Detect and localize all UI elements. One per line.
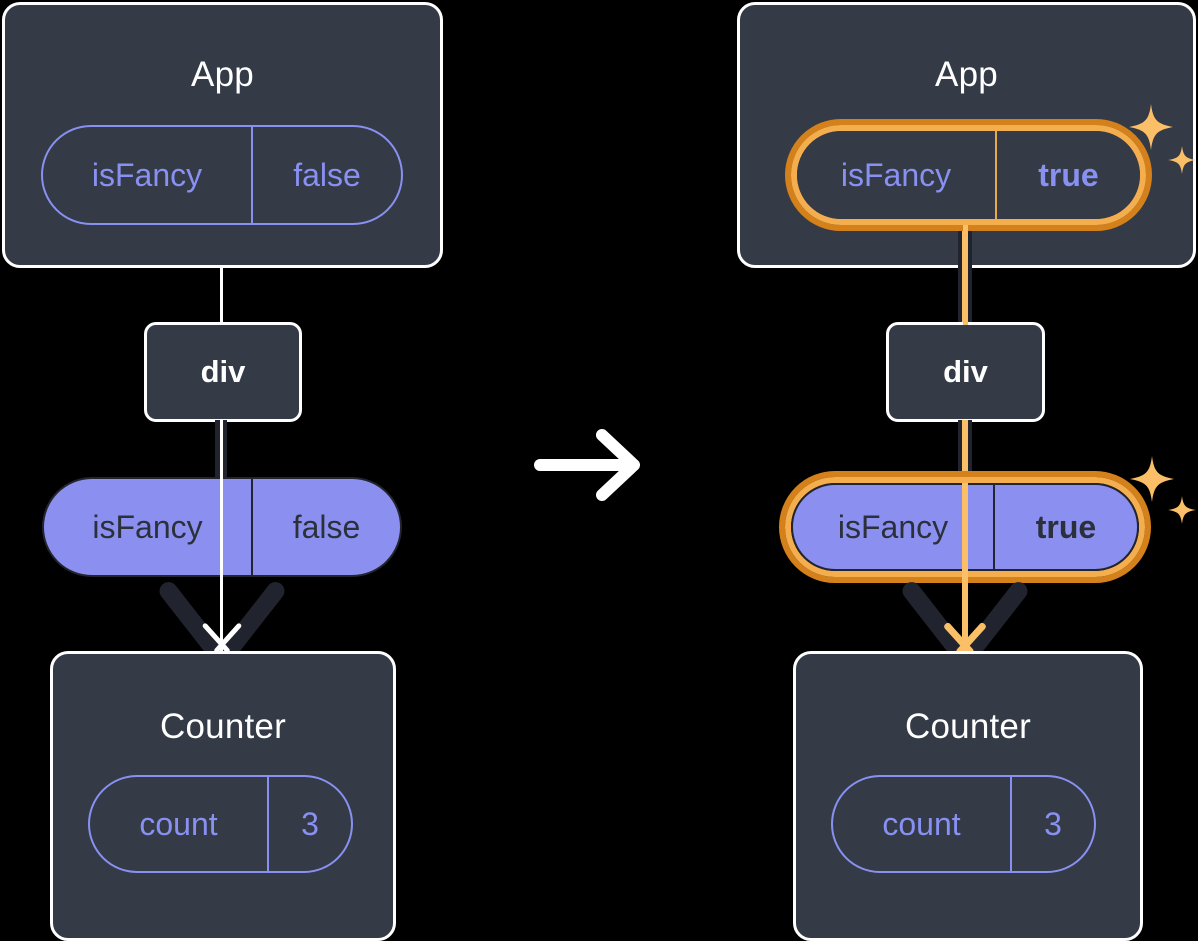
prop-pill-value: false bbox=[292, 508, 361, 545]
prop-pill-label: isFancy bbox=[92, 508, 203, 545]
connector-prop-to-counter-before bbox=[220, 477, 223, 659]
state-pill-count-after: count 3 bbox=[831, 775, 1096, 873]
highlight-ring-outer-app-after bbox=[785, 119, 1152, 231]
counter-card-title-after: Counter bbox=[905, 707, 1031, 746]
app-card-title: App bbox=[191, 55, 254, 94]
div-node-before: div bbox=[144, 322, 302, 422]
connector-div-to-prop-before bbox=[220, 420, 223, 482]
count-pill-label: count bbox=[139, 805, 218, 842]
state-pill-isfancy-app-after: isFancy true bbox=[797, 131, 1140, 219]
connector-prop-to-counter-after bbox=[962, 483, 968, 661]
sparkle-icon-prop-after bbox=[1126, 452, 1198, 532]
prop-pill-label-after: isFancy bbox=[837, 508, 949, 545]
state-pill-divider bbox=[251, 127, 253, 223]
prop-pill-value-after: true bbox=[1035, 508, 1097, 545]
div-node-after: div bbox=[886, 322, 1045, 422]
count-pill-divider bbox=[267, 777, 269, 871]
state-pill-isfancy-app-before: isFancy false bbox=[41, 125, 403, 225]
state-pill-value: false bbox=[293, 156, 361, 193]
state-pill-label-after: isFancy bbox=[840, 156, 952, 193]
connector-div-line-amber-after bbox=[963, 225, 968, 325]
app-card-title-after: App bbox=[935, 55, 998, 94]
count-pill-label-after: count bbox=[882, 805, 961, 842]
sparkle-icon-app-after bbox=[1124, 100, 1198, 182]
arrow-right-icon bbox=[534, 428, 646, 502]
count-pill-divider-after bbox=[1010, 777, 1012, 871]
prop-pill-divider bbox=[251, 479, 253, 575]
state-pill-divider-after bbox=[995, 131, 997, 219]
counter-card-title: Counter bbox=[160, 707, 286, 746]
count-pill-value-after: 3 bbox=[1044, 805, 1062, 842]
state-pill-label: isFancy bbox=[91, 156, 203, 193]
highlight-ring-inner-app-after bbox=[791, 125, 1146, 225]
connector-div-to-prop-after bbox=[962, 420, 968, 482]
state-pill-count-before: count 3 bbox=[88, 775, 353, 873]
count-pill-value: 3 bbox=[301, 805, 319, 842]
connector-div-line-white-before bbox=[220, 266, 223, 324]
state-pill-value-after: true bbox=[1038, 156, 1099, 193]
prop-pill-divider-after bbox=[993, 485, 995, 569]
